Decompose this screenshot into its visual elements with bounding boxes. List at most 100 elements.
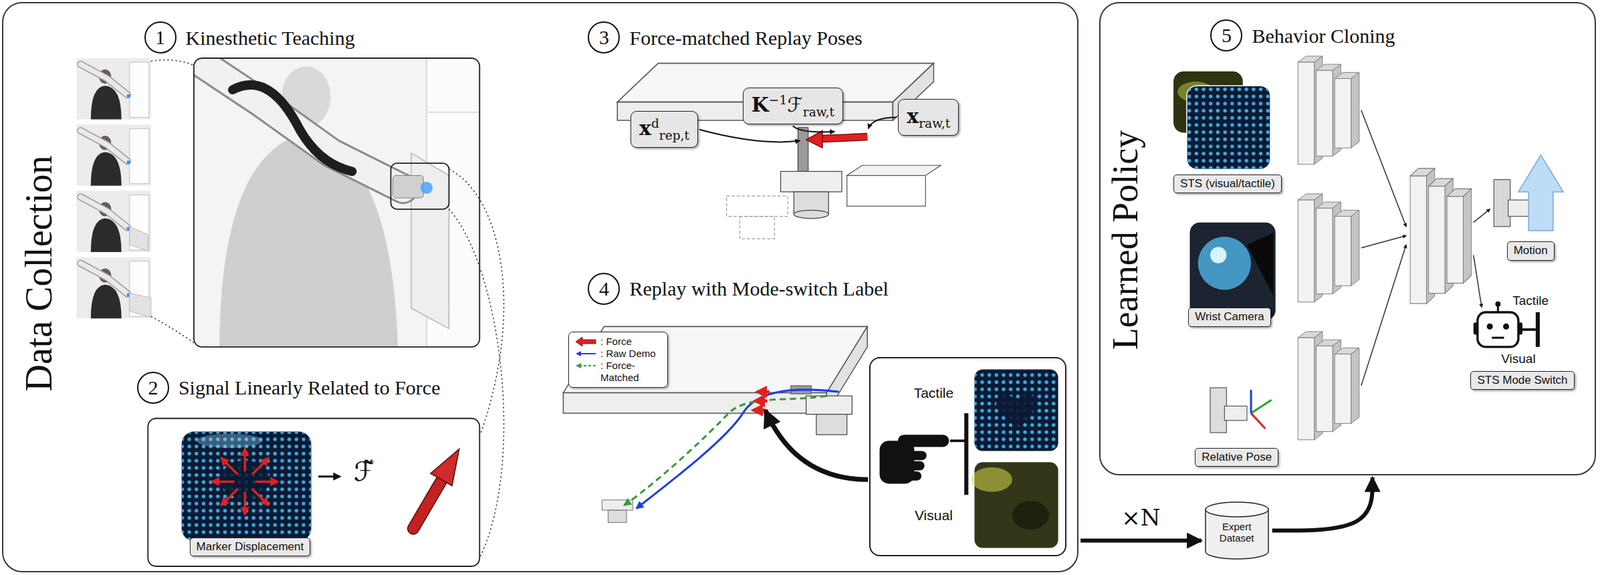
- drawing-part: [1487, 323, 1494, 330]
- math-part: rep,t: [659, 128, 690, 143]
- drawing-part: [1224, 405, 1247, 420]
- step-number: 3: [587, 21, 620, 54]
- drawing-part: [1495, 301, 1501, 307]
- drawing-part: [964, 413, 969, 495]
- drawing-part: [1410, 168, 1472, 304]
- legend-text: : Force- Matched: [600, 359, 662, 384]
- math-part: raw,t: [918, 116, 951, 131]
- drawing-part: [151, 316, 194, 344]
- tag-text: Motion: [1513, 244, 1548, 257]
- drawing-part: [252, 488, 269, 505]
- drawing-part: [197, 433, 263, 448]
- drawing-part: [1297, 193, 1360, 303]
- drawing-part: [193, 58, 480, 348]
- step-title: Force-matched Replay Poses: [629, 26, 862, 49]
- legend-sample: [574, 336, 598, 348]
- drawing-part: [797, 127, 808, 173]
- tag-text: STS Mode Switch: [1476, 373, 1568, 387]
- leader-arrow: [868, 117, 898, 129]
- drawing-part: [1361, 236, 1407, 249]
- step-title: Replay with Mode-switch Label: [629, 277, 888, 300]
- math-label: K−1ℱraw,t: [751, 92, 835, 117]
- drawing-part: [608, 510, 627, 523]
- demo-thumbnails: [76, 58, 151, 319]
- math-part: raw,t: [803, 104, 835, 120]
- drawing-part: [1522, 328, 1536, 331]
- drawing-part: [1503, 323, 1510, 330]
- legend-row: : Raw Demo: [574, 347, 662, 360]
- drawing-part: [1246, 232, 1274, 297]
- legend-sample: [574, 360, 598, 372]
- drawing-part: [76, 257, 151, 319]
- leader-arrow: [699, 129, 801, 143]
- drawing-part: [76, 124, 151, 186]
- drawing-part: [221, 458, 238, 475]
- drawing-part: [579, 353, 596, 355]
- step-heading: 1Kinesthetic Teaching: [144, 21, 356, 54]
- mode-label: Visual: [914, 507, 953, 523]
- drawing-part: [726, 195, 789, 239]
- input-tag: Marker Displacement: [189, 537, 311, 557]
- drawing-part: [624, 395, 827, 505]
- math-box: xdrep,t: [630, 110, 699, 148]
- step-number: 5: [1210, 19, 1243, 52]
- drawing-part: [244, 492, 247, 515]
- drawing-part: [151, 60, 194, 66]
- drawing-part: [1518, 155, 1564, 231]
- force-symbol: ℱ̃: [353, 455, 375, 487]
- drawing-part: [1361, 110, 1490, 386]
- tactile-signal: [147, 418, 480, 567]
- step-heading: 4Replay with Mode-switch Label: [587, 272, 888, 305]
- leader-arrow: [792, 125, 836, 132]
- drawing-part: [244, 449, 247, 473]
- math-part: d: [651, 116, 660, 131]
- legend-box: : Force: Raw Demo: Force- Matched: [568, 331, 668, 388]
- drawing-part: [391, 163, 450, 210]
- drawing-part: [905, 471, 922, 481]
- drawing-part: [232, 84, 353, 172]
- step-heading: 5Behavior Cloning: [1210, 19, 1395, 52]
- mode-label: Visual: [1501, 351, 1536, 367]
- drawing-part: [579, 365, 596, 367]
- drawing-part: [1491, 336, 1504, 339]
- math-part: −1: [768, 92, 787, 107]
- math-part: x: [906, 104, 919, 128]
- step-heading: 2 Signal Linearly Related to Force: [137, 371, 441, 404]
- drawing-part: [181, 431, 312, 541]
- drawing-part: [754, 399, 767, 403]
- drawing-part: [974, 369, 1058, 451]
- math-part: K: [751, 92, 769, 117]
- drawing-part: [211, 449, 278, 515]
- drawing-part: [76, 58, 151, 120]
- drawing-part: [1361, 110, 1407, 227]
- drawing-part: [806, 395, 853, 414]
- step-title: Signal Linearly Related to Force: [178, 376, 441, 399]
- drawing-part: [449, 209, 505, 557]
- legend-row: : Force: [574, 335, 662, 348]
- drawing-part: [996, 393, 1038, 429]
- step-number: 2: [137, 371, 170, 404]
- drawing-part: [1012, 500, 1050, 530]
- drawing-part: [1198, 236, 1251, 290]
- dataset-label: Expert Dataset: [1210, 520, 1264, 545]
- math-label: xdrep,t: [639, 116, 690, 140]
- drawing-part: [806, 130, 823, 148]
- drawing-part: [1250, 399, 1272, 414]
- drawing-part: [739, 216, 775, 240]
- drawing-part: [950, 439, 966, 442]
- math-part: ℱ: [786, 92, 804, 117]
- drawing-part: [756, 390, 769, 394]
- drawing-part: [905, 461, 925, 471]
- drawing-part: [636, 389, 839, 509]
- drawing-part: [822, 137, 868, 140]
- mode-label: Tactile: [913, 385, 955, 401]
- drawing-part: [1210, 246, 1227, 263]
- math-part: x: [639, 116, 652, 140]
- drawing-part: [780, 171, 843, 192]
- drawing-part: [1493, 179, 1510, 227]
- panel-title: Data Collection: [20, 155, 58, 392]
- step-title: Kinesthetic Teaching: [185, 26, 356, 49]
- mode-replay-sketch: [562, 326, 868, 523]
- drawing-part: [1473, 209, 1490, 223]
